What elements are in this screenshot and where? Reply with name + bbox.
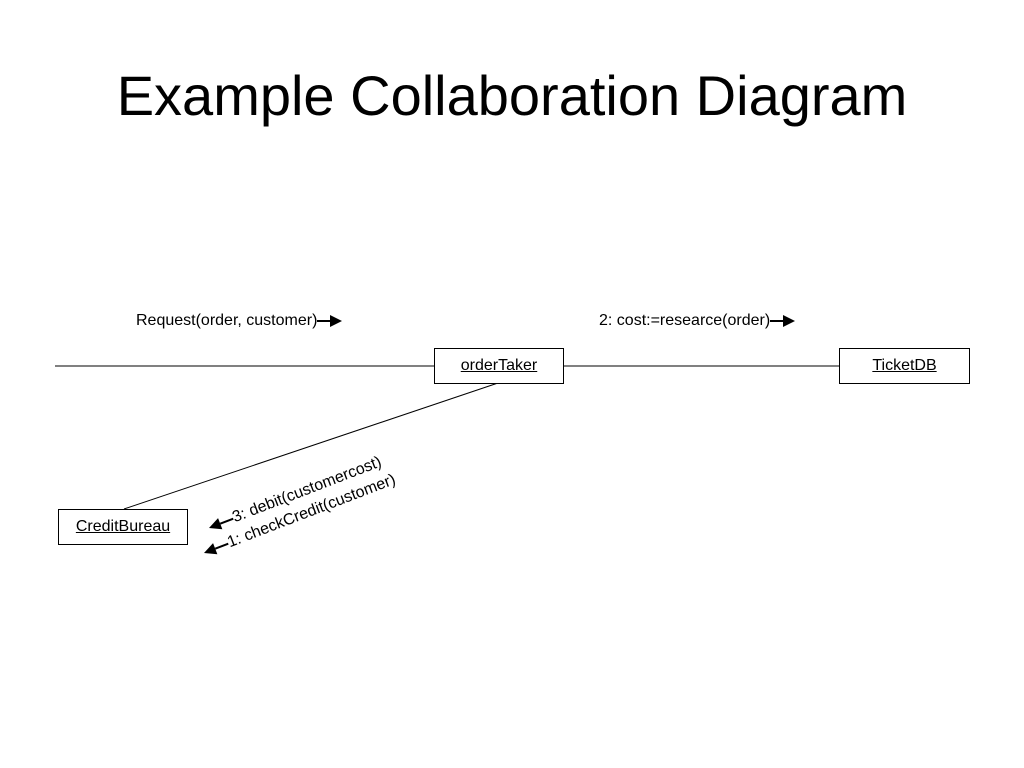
message-research: 2: cost:=researce(order) <box>599 311 796 331</box>
object-order-taker[interactable]: orderTaker <box>434 348 564 384</box>
message-research-label: 2: cost:=researce(order) <box>599 312 771 329</box>
slide-title: Example Collaboration Diagram <box>116 64 908 127</box>
message-request: Request(order, customer) <box>136 311 343 331</box>
link-ordertaker-to-creditbureau <box>123 382 499 510</box>
object-ticket-db[interactable]: TicketDB <box>839 348 970 384</box>
object-credit-bureau-label: CreditBureau <box>75 518 171 535</box>
object-order-taker-label: orderTaker <box>460 357 538 374</box>
object-credit-bureau[interactable]: CreditBureau <box>58 509 188 545</box>
arrow-right-icon <box>770 314 796 328</box>
object-ticket-db-label: TicketDB <box>872 357 937 374</box>
arrow-right-icon <box>317 314 343 328</box>
message-request-label: Request(order, customer) <box>136 312 318 329</box>
